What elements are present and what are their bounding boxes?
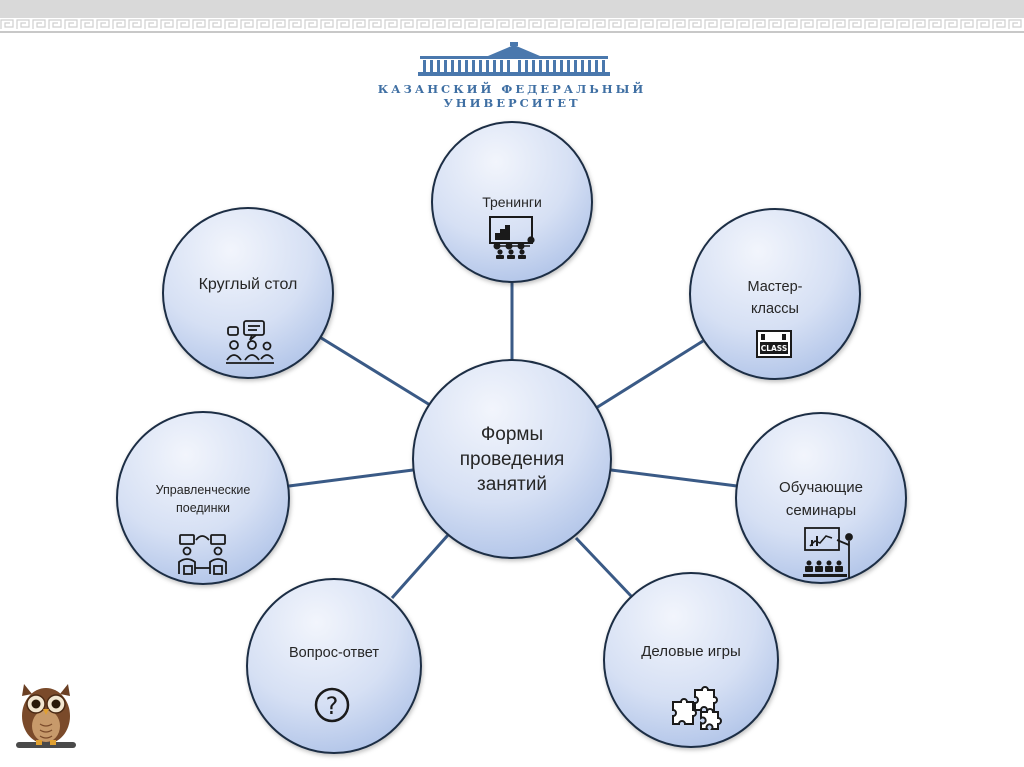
connector-master [596,341,703,408]
connector-duels [289,470,413,486]
node-label-seminars: Обучающие семинары [756,476,886,522]
node-label-qa: Вопрос-ответ [289,642,379,665]
connector-qa [392,535,448,598]
connector-games [576,538,632,597]
node-label-roundtable: Круглый стол [196,272,300,297]
connector-seminars [611,470,737,486]
node-label-master: Мастер-классы [725,276,825,320]
class-board-icon: CLASS [757,331,791,357]
owl-mascot-icon [14,676,78,752]
node-label-games: Деловые игры [641,640,741,663]
node-circle-qa[interactable] [247,579,421,753]
connector-roundtable [318,336,430,405]
svg-text:CLASS: CLASS [761,344,788,353]
svg-text:?: ? [326,692,339,720]
center-label: Формы проведения занятий [442,422,582,497]
node-label-treningi: Тренинги [452,193,572,211]
node-label-duels: Управленческие поединки [133,481,273,517]
